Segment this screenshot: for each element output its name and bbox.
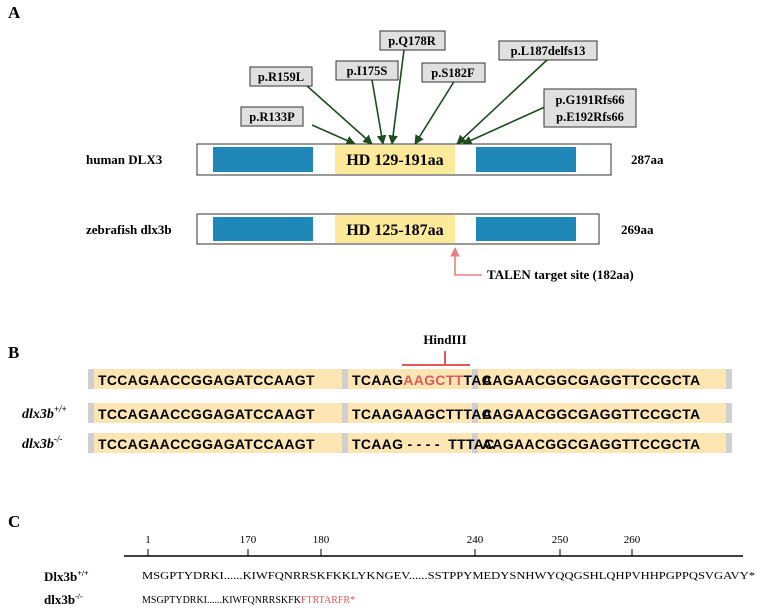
panel-a-label: A — [8, 3, 21, 22]
arrow-i175s — [371, 79, 387, 145]
human-dlx3-bar: HD 129-191aa — [196, 143, 612, 176]
zebrafish-protein-length: 269aa — [621, 222, 654, 237]
mutation-q178r: p.Q178R — [379, 30, 446, 51]
mutation-i175s: p.I175S — [335, 60, 399, 81]
ref-seq-segment-2: TCAAGAAGCTTTAC — [352, 372, 492, 388]
mutation-label: p.G191Rfs66 — [555, 93, 624, 107]
arrow-q178r — [388, 49, 405, 145]
zebrafish-homeodomain — [335, 215, 455, 243]
human-protein-length: 287aa — [631, 152, 664, 167]
talen-arrow — [450, 247, 482, 276]
zebrafish-homeodomain-label: HD 125-187aa — [346, 222, 443, 239]
human-domain-left — [213, 147, 313, 172]
ko-seq-segment-1: TCCAGAACCGGAGATCCAAGT — [98, 436, 315, 452]
axis-tick-label: 260 — [624, 534, 641, 546]
panel-c-label: C — [8, 512, 20, 531]
ref-seq-segment-1: TCCAGAACCGGAGATCCAAGT — [98, 372, 315, 388]
ko-protein-sequence: MSGPTYDRKI......KIWFQNRRSKFKFTRTARFR* — [142, 595, 355, 606]
wt-seq-segment-3: AAGAACGGCGAGGTTCCGCTA — [482, 406, 700, 422]
ko-genotype-name: dlx3b — [22, 437, 54, 452]
position-axis: 1 170 180 240 250 260 — [124, 534, 743, 557]
ko-sequence-row: TCCAGAACCGGAGATCCAAGT TCAAG - - - - TTTA… — [88, 433, 732, 453]
wt-protein-sup: +/+ — [77, 569, 89, 578]
human-protein-name: human DLX3 — [86, 152, 163, 167]
ref-seq-2c: TAC — [463, 372, 492, 388]
wt-protein-name: Dlx3b — [44, 569, 77, 584]
hindiii-marker — [402, 351, 470, 366]
wt-genotype-name: dlx3b — [22, 407, 54, 422]
arrow-r159l — [305, 84, 373, 145]
mutation-label: p.Q178R — [388, 34, 437, 48]
mutation-label: p.L187delfs13 — [511, 44, 586, 58]
ko-protein-seq-frameshift: FTRTARFR* — [301, 595, 355, 606]
human-domain-right — [476, 147, 576, 172]
axis-tick-label: 180 — [313, 534, 330, 546]
wt-protein-sequence: MSGPTYDRKI......KIWFQNRRSKFKKLYKNGEV....… — [142, 571, 755, 582]
ref-seq-segment-3: AAGAACGGCGAGGTTCCGCTA — [482, 372, 700, 388]
ko-seq-segment-2: TCAAG - - - - TTTAC — [352, 436, 495, 452]
wt-sequence-row: TCCAGAACCGGAGATCCAAGT TCAAGAAGCTTTAC AAG… — [88, 403, 732, 423]
wt-seq-segment-2: TCAAGAAGCTTTAC — [352, 406, 492, 422]
wt-protein-label: Dlx3b+/+ — [44, 569, 89, 584]
mutation-label: p.E192Rfs66 — [556, 110, 624, 124]
ko-protein-sup: -/- — [75, 592, 83, 601]
wt-genotype-label: dlx3b+/+ — [22, 404, 67, 422]
axis-tick-label: 170 — [240, 534, 257, 546]
axis-tick-label: 240 — [467, 534, 484, 546]
ko-protein-name: dlx3b — [44, 592, 75, 607]
human-homeodomain-label: HD 129-191aa — [346, 152, 443, 169]
ref-seq-hindiii-site: AAGCTT — [403, 372, 463, 388]
mutation-label: p.R133P — [249, 110, 295, 124]
wt-genotype-sup: +/+ — [54, 404, 67, 414]
mutation-s182f: p.S182F — [421, 62, 486, 83]
arrow-r133p — [311, 124, 356, 145]
zebrafish-dlx3b-bar: HD 125-187aa — [196, 213, 600, 245]
mutation-arrows — [305, 49, 548, 145]
ko-protein-seq-normal: MSGPTYDRKI......KIWFQNRRSKFK — [142, 595, 302, 606]
human-homeodomain — [335, 145, 455, 174]
arrow-g191rfs66 — [462, 105, 548, 145]
arrow-s182f — [414, 79, 456, 145]
mutation-r159l: p.R159L — [249, 66, 313, 87]
ko-genotype-sup: -/- — [54, 434, 63, 444]
ko-genotype-label: dlx3b-/- — [22, 434, 62, 452]
panel-b-label: B — [8, 343, 19, 362]
mutation-g191rfs66-e192rfs66: p.G191Rfs66 p.E192Rfs66 — [543, 88, 637, 128]
zebrafish-domain-left — [213, 217, 313, 241]
reference-sequence-row: TCCAGAACCGGAGATCCAAGT TCAAGAAGCTTTAC AAG… — [88, 369, 732, 389]
ko-protein-label: dlx3b-/- — [44, 592, 83, 607]
hindiii-label: HindIII — [423, 332, 466, 347]
ref-seq-2a: TCAAG — [352, 372, 403, 388]
wt-seq-segment-1: TCCAGAACCGGAGATCCAAGT — [98, 406, 315, 422]
zebrafish-protein-name: zebrafish dlx3b — [86, 222, 172, 237]
mutation-r133p: p.R133P — [240, 106, 304, 127]
arrow-l187delfs13 — [456, 59, 548, 145]
mutation-label: p.S182F — [431, 66, 475, 80]
mutation-label: p.R159L — [258, 70, 304, 84]
ko-seq-segment-3: AAGAACGGCGAGGTTCCGCTA — [482, 436, 700, 452]
axis-tick-label: 1 — [145, 534, 151, 546]
talen-target-label: TALEN target site (182aa) — [487, 267, 634, 282]
mutation-l187delfs13: p.L187delfs13 — [498, 40, 598, 61]
zebrafish-domain-right — [476, 217, 576, 241]
axis-tick-label: 250 — [552, 534, 569, 546]
mutation-label: p.I175S — [347, 64, 388, 78]
